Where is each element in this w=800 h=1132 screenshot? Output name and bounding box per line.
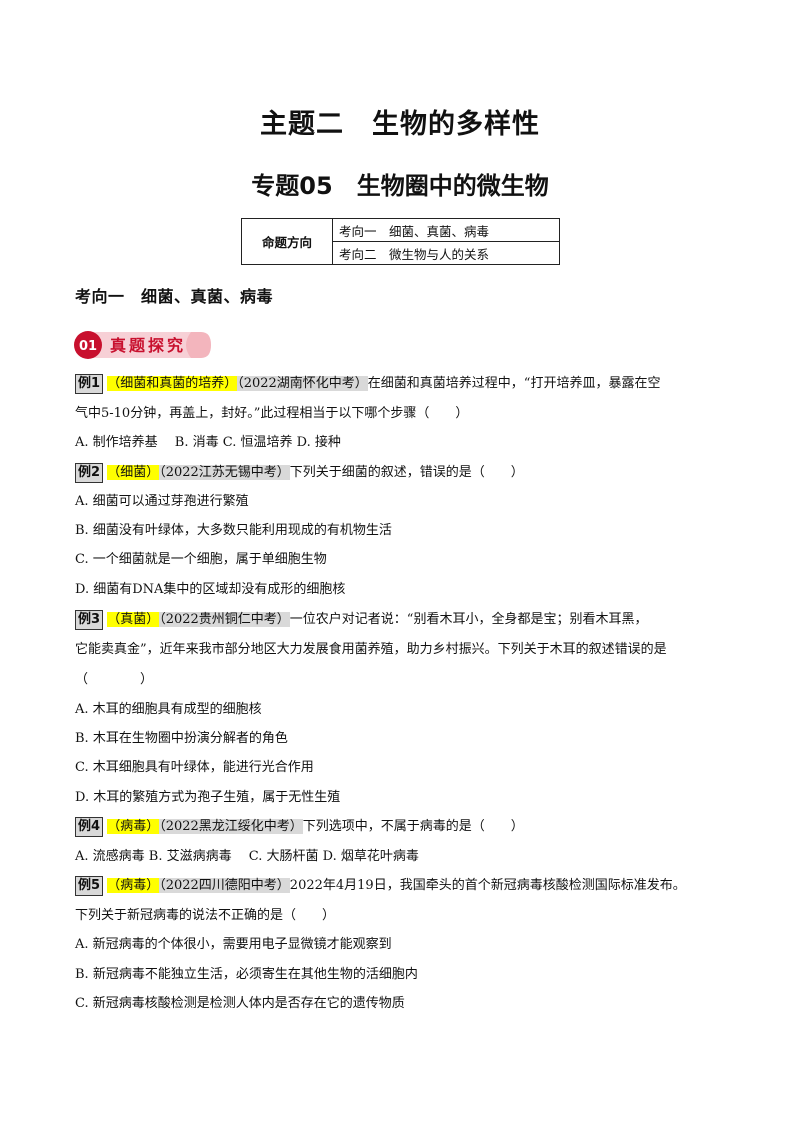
example-tag: 例4 [75, 817, 104, 837]
example-3-stem-cont: 它能卖真金”，近年来我市部分地区大力发展食用菌养殖，助力乡村振兴。下列关于木耳的… [75, 642, 667, 657]
example-stem: 2022年4月19日，我国牵头的首个新冠病毒核酸检测国际标准发布。 [289, 878, 686, 893]
example-tag: 例2 [75, 463, 104, 483]
example-4-stem: 例4 （病毒）（2022黑龙江绥化中考）下列选项中，不属于病毒的是（ ） [75, 817, 524, 837]
example-5-option-a: A. 新冠病毒的个体很小，需要用电子显微镜才能观察到 [75, 937, 392, 952]
direction-table: 命题方向 考向一 细菌、真菌、病毒 考向二 微生物与人的关系 [241, 218, 560, 265]
example-4-options: A. 流感病毒 B. 艾滋病病毒 C. 大肠杆菌 D. 烟草花叶病毒 [75, 849, 419, 864]
example-5-stem: 例5 （病毒）（2022四川德阳中考）2022年4月19日，我国牵头的首个新冠病… [75, 876, 686, 896]
example-2-option-c: C. 一个细菌就是一个细胞，属于单细胞生物 [75, 552, 327, 567]
example-5-option-c: C. 新冠病毒核酸检测是检测人体内是否存在它的遗传物质 [75, 996, 405, 1011]
example-1-options: A. 制作培养基 B. 消毒 C. 恒温培养 D. 接种 [75, 435, 341, 450]
example-3-option-c: C. 木耳细胞具有叶绿体，能进行光合作用 [75, 760, 314, 775]
example-source: （2022贵州铜仁中考） [159, 612, 290, 627]
example-stem: 下列关于细菌的叙述，错误的是（ ） [289, 465, 524, 480]
example-topic: （病毒） [107, 878, 160, 893]
page-title: 主题二 生物的多样性 [260, 109, 540, 140]
example-1-stem-cont: 气中5-10分钟，再盖上，封好。”此过程相当于以下哪个步骤（ ） [75, 406, 469, 421]
example-source: （2022江苏无锡中考） [159, 465, 290, 480]
direction-table-item: 考向二 微生物与人的关系 [332, 241, 560, 265]
example-2-stem: 例2 （细菌）（2022江苏无锡中考）下列关于细菌的叙述，错误的是（ ） [75, 463, 524, 483]
example-stem: 在细菌和真菌培养过程中，“打开培养皿，暴露在空 [367, 376, 661, 391]
example-2-option-a: A. 细菌可以通过芽孢进行繁殖 [75, 494, 249, 509]
example-topic: （病毒） [107, 819, 160, 834]
example-stem: 下列选项中，不属于病毒的是（ ） [302, 819, 524, 834]
direction-table-label: 命题方向 [241, 218, 333, 265]
example-source: （2022黑龙江绥化中考） [159, 819, 303, 834]
example-5-option-b: B. 新冠病毒不能独立生活，必须寄生在其他生物的活细胞内 [75, 967, 418, 982]
example-5-stem-cont: 下列关于新冠病毒的说法不正确的是（ ） [75, 908, 336, 923]
example-3-option-a: A. 木耳的细胞具有成型的细胞核 [75, 702, 262, 717]
example-3-option-b: B. 木耳在生物圈中扮演分解者的角色 [75, 731, 288, 746]
page-subtitle: 专题05 生物圈中的微生物 [251, 172, 549, 200]
section-heading: 考向一 细菌、真菌、病毒 [75, 287, 274, 306]
example-2-option-d: D. 细菌有DNA集中的区域却没有成形的细胞核 [75, 582, 346, 597]
badge-text: 真题探究 [110, 336, 186, 355]
example-source: （2022湖南怀化中考） [237, 376, 368, 391]
example-topic: （细菌） [107, 465, 160, 480]
example-tag: 例3 [75, 610, 104, 630]
badge-number: 01 [79, 339, 97, 354]
example-3-stem: 例3 （真菌）（2022贵州铜仁中考）一位农户对记者说：“别看木耳小，全身都是宝… [75, 610, 647, 630]
section-badge: 01 真题探究 [74, 331, 211, 359]
example-2-option-b: B. 细菌没有叶绿体，大多数只能利用现成的有机物生活 [75, 523, 392, 538]
example-3-stem-bracket: （ ） [75, 672, 154, 687]
example-tag: 例1 [75, 374, 104, 394]
example-topic: （细菌和真菌的培养） [107, 376, 238, 391]
example-topic: （真菌） [107, 612, 160, 627]
example-1-stem: 例1 （细菌和真菌的培养）（2022湖南怀化中考）在细菌和真菌培养过程中，“打开… [75, 374, 660, 394]
example-source: （2022四川德阳中考） [159, 878, 290, 893]
example-3-option-d: D. 木耳的繁殖方式为孢子生殖，属于无性生殖 [75, 790, 341, 805]
example-stem: 一位农户对记者说：“别看木耳小，全身都是宝；别看木耳黑， [289, 612, 648, 627]
direction-table-item: 考向一 细菌、真菌、病毒 [332, 218, 560, 242]
example-tag: 例5 [75, 876, 104, 896]
